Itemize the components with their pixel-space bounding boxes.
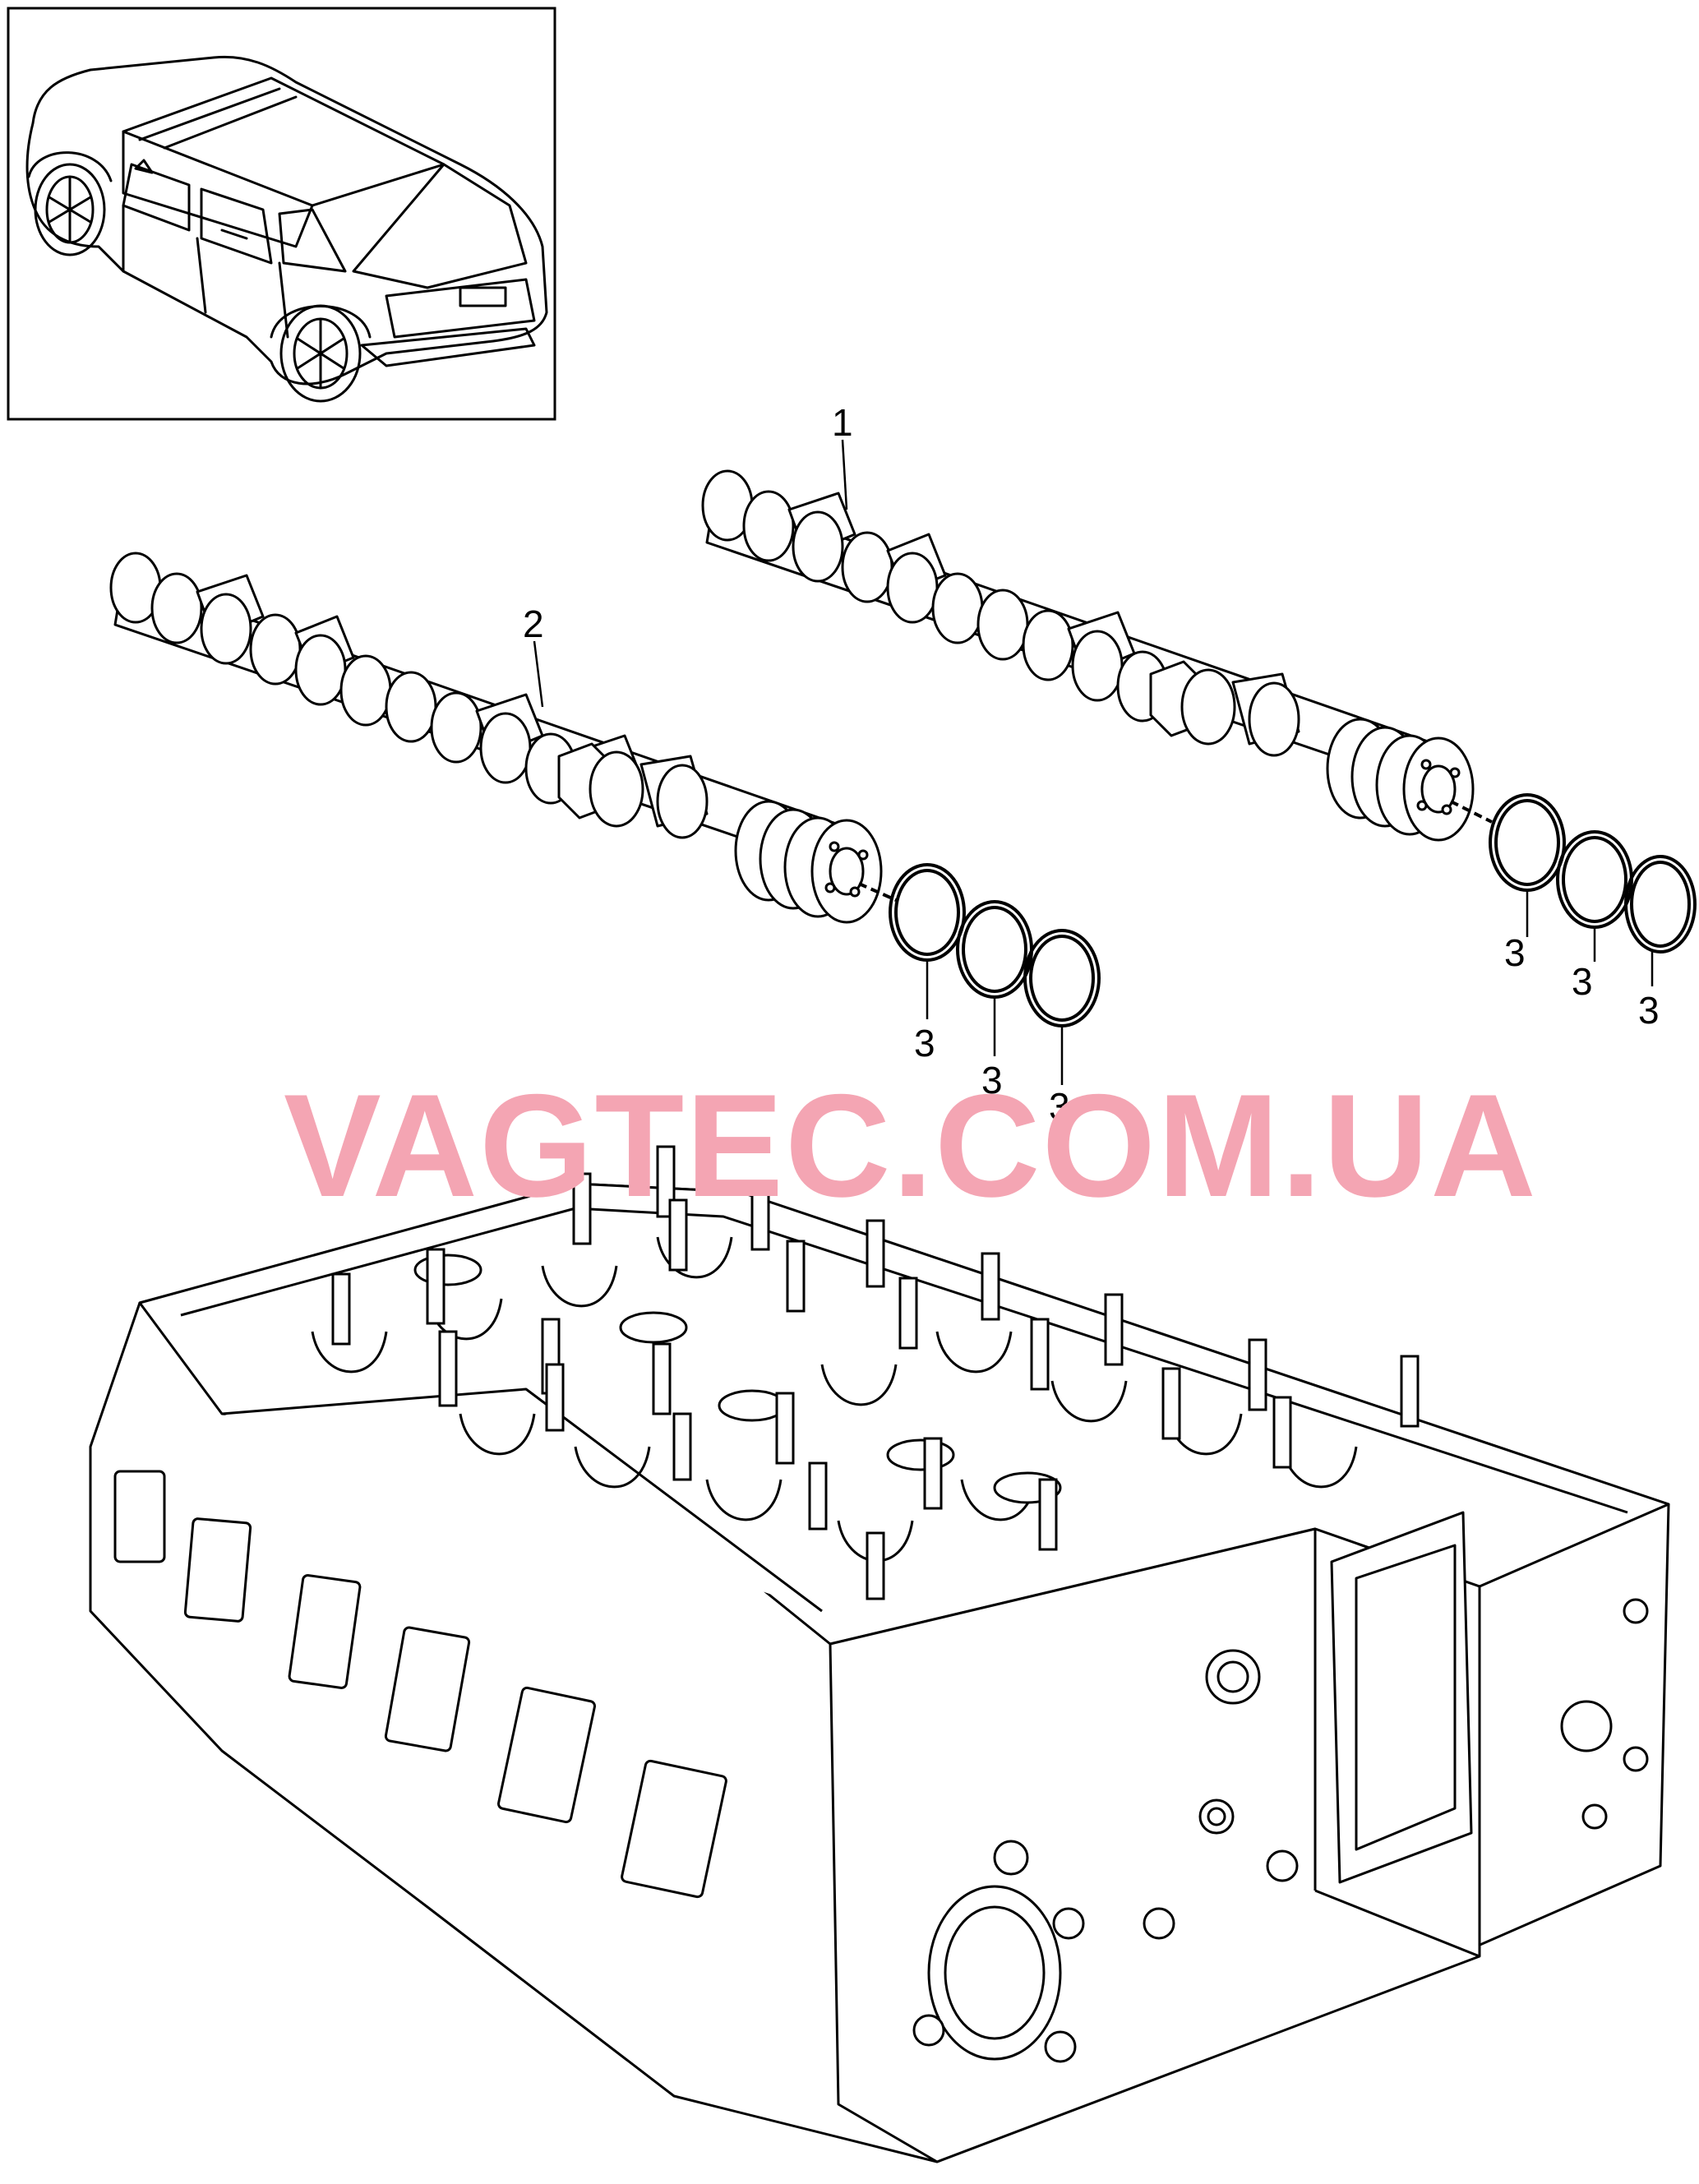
- vehicle-thumbnail: [7, 7, 556, 421]
- seal-rings-left: [858, 863, 1101, 1027]
- callout-1: 1: [832, 401, 853, 444]
- watermark: VAGTEC.COM.UA: [284, 1064, 1538, 1227]
- callout-3b: 3: [981, 1059, 1003, 1101]
- camshaft-1: [701, 469, 1475, 842]
- cylinder-head-studs: [331, 1145, 1420, 1600]
- leader-lines: [533, 439, 1654, 1085]
- callout-3d: 3: [1504, 931, 1526, 974]
- camshaft-2: [109, 552, 883, 924]
- cylinder-head: [89, 1182, 1670, 2163]
- callout-3c: 3: [1049, 1085, 1070, 1128]
- callout-3a: 3: [914, 1022, 935, 1064]
- callout-3e: 3: [1572, 960, 1593, 1003]
- callout-2: 2: [523, 603, 544, 645]
- seal-rings-right: [1450, 793, 1697, 953]
- callout-labels: 1 2 3 3 3 3 3 3: [523, 401, 1660, 1128]
- callout-3f: 3: [1638, 989, 1660, 1032]
